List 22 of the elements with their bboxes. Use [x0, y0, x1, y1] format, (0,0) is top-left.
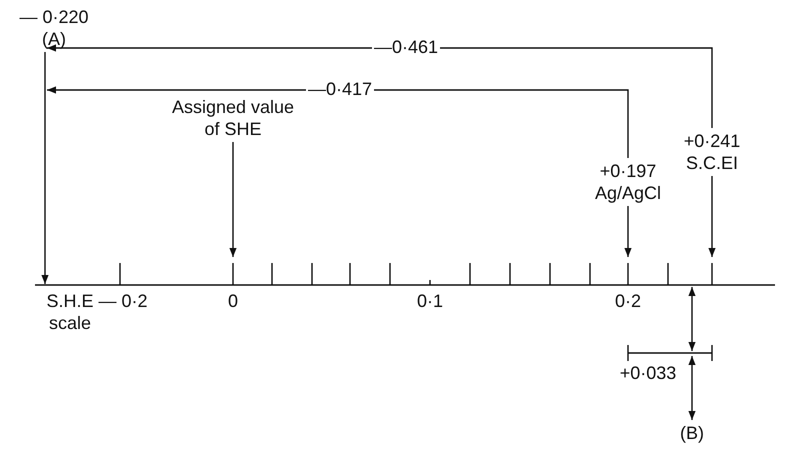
- point-label: (A): [41, 28, 67, 50]
- tick-label: 0: [226, 290, 239, 312]
- scale-label: S.H.E scale: [45, 290, 94, 334]
- tick-label: — 0·2: [97, 290, 149, 312]
- arrow: [41, 52, 49, 284]
- arrow: [47, 86, 629, 158]
- potential-value: — 0·220: [18, 6, 90, 28]
- annotation-text: Assigned value of SHE: [170, 96, 296, 140]
- potential-value: +0·197: [598, 160, 658, 182]
- arrow: [624, 206, 632, 257]
- potential-value: +0·241: [682, 130, 742, 152]
- arrow: [708, 176, 716, 257]
- electrode-label: S.C.EI: [684, 152, 739, 174]
- arrow: [229, 142, 237, 257]
- electrode-label: Ag/AgCl: [594, 182, 662, 204]
- arrow: [688, 356, 696, 420]
- tick-label: 0·1: [416, 290, 444, 312]
- arrow: [47, 44, 713, 128]
- scale-axis: [35, 263, 775, 286]
- point-label: (B): [679, 422, 705, 444]
- tick-label: 0·2: [614, 290, 642, 312]
- dimension-label: +0·033: [618, 362, 678, 384]
